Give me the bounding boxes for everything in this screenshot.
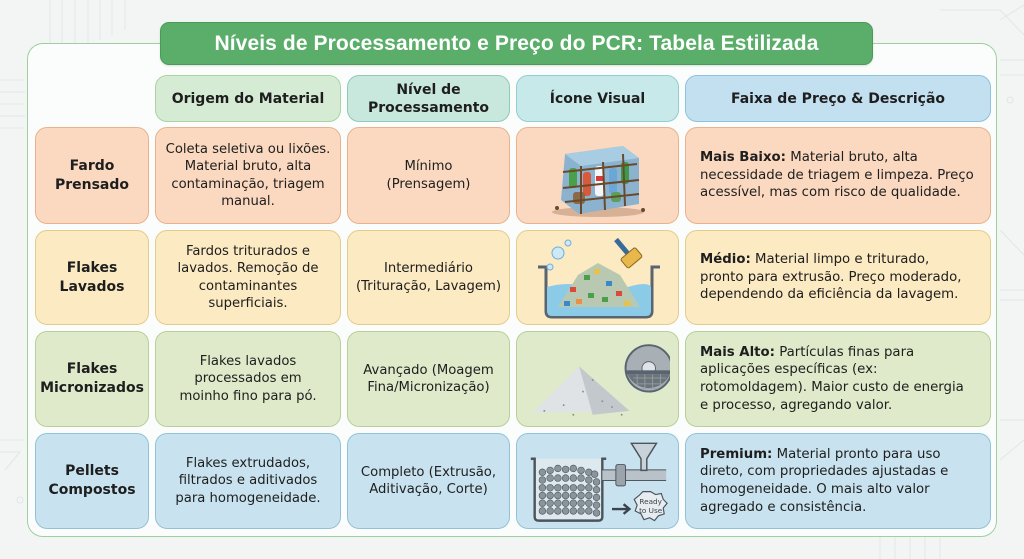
processing-text: Avançado (Moagem Fina/Micronização) [363, 362, 494, 396]
row-label-flakes-lavados: Flakes Lavados [35, 230, 149, 325]
origin-text: Flakes lavados processados em moinho fin… [179, 353, 317, 404]
processing-text: Mínimo (Prensagem) [386, 159, 471, 192]
origin-cell: Flakes extrudados, filtrados e aditivado… [155, 433, 341, 529]
washed-flakes-tub-icon [537, 237, 660, 318]
price-desc: Partículas finas para aplicações específ… [700, 344, 964, 413]
price-description-cell: Médio: Material limpo e triturado, pront… [685, 230, 991, 325]
processing-text: Completo (Extrusão, Aditivação, Corte) [360, 464, 497, 498]
page-title: Níveis de Processamento e Preço do PCR: … [160, 22, 873, 65]
row-label-text: Flakes Micronizados [40, 361, 144, 396]
processing-text: Intermediário (Trituração, Lavagem) [356, 261, 501, 294]
row-label-flakes-micronizados: Flakes Micronizados [35, 331, 149, 427]
processing-cell: Intermediário (Trituração, Lavagem) [347, 230, 510, 325]
row-label-text: Pellets Compostos [48, 463, 136, 498]
origin-cell: Fardos triturados e lavados. Remoção de … [155, 230, 341, 325]
header-origin: Origem do Material [155, 75, 341, 122]
icon-cell [516, 331, 679, 427]
icon-cell: Ready to Use [516, 433, 679, 529]
price-level-label: Mais Alto: [700, 344, 775, 360]
price-description-text: Médio: Material limpo e triturado, pront… [700, 251, 976, 304]
price-level-label: Premium: [700, 446, 773, 462]
row-label-fardo-prensado: Fardo Prensado [35, 127, 149, 224]
powder-and-mill-icon [532, 344, 670, 416]
processing-cell: Mínimo (Prensagem) [347, 127, 510, 224]
icon-cell [516, 230, 679, 325]
row-label-pellets-compostos: Pellets Compostos [35, 433, 149, 529]
price-desc: Material limpo e triturado, pronto para … [700, 252, 962, 303]
header-processing-label: Nível de Processamento [367, 81, 490, 116]
origin-cell: Coleta seletiva ou lixões. Material brut… [155, 127, 341, 224]
price-level-label: Médio: [700, 252, 751, 268]
row-label-text: Flakes Lavados [59, 259, 125, 295]
header-visual-icon: Ícone Visual [516, 75, 679, 122]
icon-cell [516, 127, 679, 224]
processing-cell: Completo (Extrusão, Aditivação, Corte) [347, 433, 510, 529]
price-desc: Material bruto, alta necessidade de tria… [700, 150, 974, 201]
header-price-description: Faixa de Preço & Descrição [685, 75, 991, 122]
price-description-cell: Mais Alto: Partículas finas para aplicaç… [685, 331, 991, 427]
price-level-label: Mais Baixo: [700, 150, 787, 166]
pellets-extruder-icon: Ready to Use [530, 442, 668, 522]
row-label-text: Fardo Prensado [54, 157, 130, 193]
baled-bottles-icon [551, 145, 645, 217]
processing-cell: Avançado (Moagem Fina/Micronização) [347, 331, 510, 427]
price-description-text: Premium: Material pronto para uso direto… [700, 446, 976, 516]
ready-to-use-badge-line2: to Use [639, 506, 663, 515]
header-processing-level: Nível de Processamento [347, 75, 510, 122]
price-description-cell: Premium: Material pronto para uso direto… [685, 433, 991, 529]
price-description-cell: Mais Baixo: Material bruto, alta necessi… [685, 127, 991, 224]
ready-to-use-badge-line1: Ready [639, 497, 662, 506]
price-description-text: Mais Alto: Partículas finas para aplicaç… [700, 344, 976, 414]
price-desc: Material pronto para uso direto, com pro… [700, 446, 949, 515]
price-description-text: Mais Baixo: Material bruto, alta necessi… [700, 149, 976, 202]
origin-cell: Flakes lavados processados em moinho fin… [155, 331, 341, 427]
